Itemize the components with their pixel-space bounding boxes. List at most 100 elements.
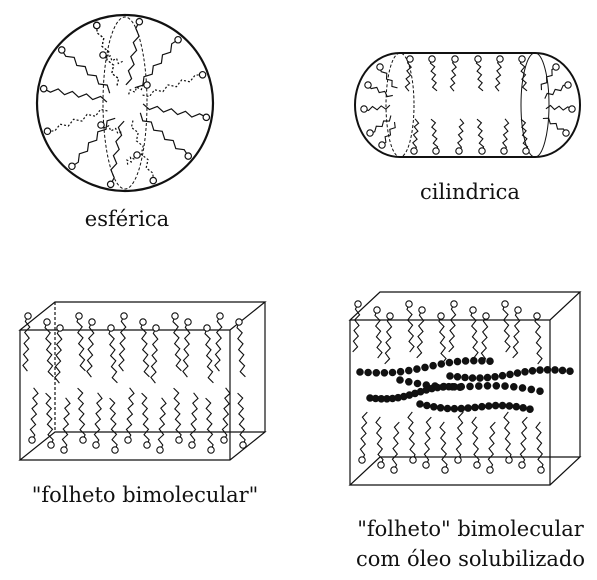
oil-bead xyxy=(458,405,465,412)
polar-head xyxy=(112,447,118,453)
bilayer-oil-drawing xyxy=(340,280,590,500)
oil-bead xyxy=(519,385,526,392)
hydrocarbon-tail xyxy=(360,412,367,460)
hydrocarbon-tail xyxy=(520,417,527,465)
polar-head xyxy=(379,142,385,148)
oil-bead xyxy=(479,358,486,365)
polar-head xyxy=(456,148,462,154)
polar-head xyxy=(515,307,521,313)
polar-head xyxy=(240,442,246,448)
hydrocarbon-tail xyxy=(440,422,447,470)
polar-head xyxy=(497,56,503,62)
oil-bead xyxy=(502,383,509,390)
polar-head xyxy=(519,462,525,468)
polar-head xyxy=(565,82,571,88)
polar-head xyxy=(361,106,367,112)
cylindrical-micelle-drawing xyxy=(350,45,585,165)
polar-head xyxy=(189,442,195,448)
polar-head xyxy=(419,307,425,313)
polar-head xyxy=(125,437,131,443)
oil-bead xyxy=(417,401,424,408)
polar-head xyxy=(569,106,575,112)
oil-bead xyxy=(451,405,458,412)
hydrocarbon-tail xyxy=(458,119,464,151)
caption-bilayer-oil-line2: com óleo solubilizado xyxy=(348,547,593,571)
oil-bead xyxy=(499,402,506,409)
caption-spherical: esférica xyxy=(62,207,192,231)
hydrocarbon-tail xyxy=(126,22,139,85)
polar-head xyxy=(121,313,127,319)
hydrocarbon-tail xyxy=(382,122,395,145)
hydrocarbon-tail xyxy=(205,328,213,383)
oil-bead xyxy=(492,402,499,409)
oil-bead xyxy=(381,370,388,377)
hydrocarbon-tail xyxy=(471,310,478,358)
hydrocarbon-tail xyxy=(472,417,479,465)
polar-head xyxy=(411,148,417,154)
oil-bead xyxy=(486,403,493,410)
oil-bead xyxy=(430,362,437,369)
polar-head xyxy=(176,437,182,443)
polar-head xyxy=(40,85,46,91)
oil-bead xyxy=(406,367,413,374)
polar-head xyxy=(80,437,86,443)
oil-bead xyxy=(511,384,518,391)
hydrocarbon-tail xyxy=(431,119,438,151)
hydrocarbon-tail xyxy=(477,119,484,151)
polar-head xyxy=(48,442,54,448)
hydrocarbon-tail xyxy=(237,322,245,377)
polar-head xyxy=(136,18,142,24)
polar-head xyxy=(563,130,569,136)
polar-head xyxy=(423,462,429,468)
hydrocarbon-tail xyxy=(456,412,463,460)
hydrocarbon-tail xyxy=(424,417,431,465)
hydrocarbon-tail xyxy=(408,412,415,460)
hydrocarbon-tail xyxy=(173,316,181,371)
polar-head xyxy=(470,307,476,313)
oil-bead xyxy=(357,369,364,376)
oil-bead xyxy=(559,367,566,374)
hydrocarbon-tail xyxy=(504,412,511,460)
oil-bead xyxy=(499,372,506,379)
oil-bead xyxy=(414,366,421,373)
hydrocarbon-tail xyxy=(142,393,150,445)
polar-head xyxy=(144,82,150,88)
polar-head xyxy=(374,307,380,313)
polar-head xyxy=(208,447,214,453)
hydrocarbon-tail xyxy=(158,398,166,450)
polar-head xyxy=(553,64,559,70)
polar-head xyxy=(107,181,113,187)
hydrocarbon-tail xyxy=(513,310,520,358)
hydrocarbon-tail xyxy=(380,67,398,88)
oil-bead xyxy=(476,383,483,390)
oil-bead xyxy=(479,403,486,410)
caption-bilayer: "folheto bimolecular" xyxy=(10,483,280,507)
oil-bead xyxy=(522,369,529,376)
cylindrical-micelle-panel xyxy=(350,45,585,165)
polar-head xyxy=(175,37,181,43)
hydrocarbon-tail xyxy=(135,40,178,88)
spherical-micelle-drawing xyxy=(20,15,230,195)
oil-bead xyxy=(446,359,453,366)
oil-bead xyxy=(462,374,469,381)
polar-head xyxy=(433,148,439,154)
polar-head xyxy=(98,122,104,128)
oil-bead xyxy=(462,358,469,365)
oil-bead xyxy=(389,369,396,376)
polar-head xyxy=(144,442,150,448)
hydrocarbon-tail xyxy=(30,388,38,440)
bilayer-panel xyxy=(10,290,280,475)
hydrocarbon-tail xyxy=(488,422,495,470)
oil-bead xyxy=(520,405,527,412)
hydrocarbon-tail xyxy=(449,304,456,352)
hydrocarbon-tail xyxy=(392,422,399,470)
oil-bead xyxy=(454,358,461,365)
oil-bead xyxy=(484,383,491,390)
polar-head xyxy=(89,319,95,325)
oil-bead xyxy=(447,373,454,380)
polar-head xyxy=(153,325,159,331)
polar-head xyxy=(479,148,485,154)
oil-bead xyxy=(457,384,464,391)
polar-head xyxy=(359,457,365,463)
oil-bead xyxy=(454,374,461,381)
